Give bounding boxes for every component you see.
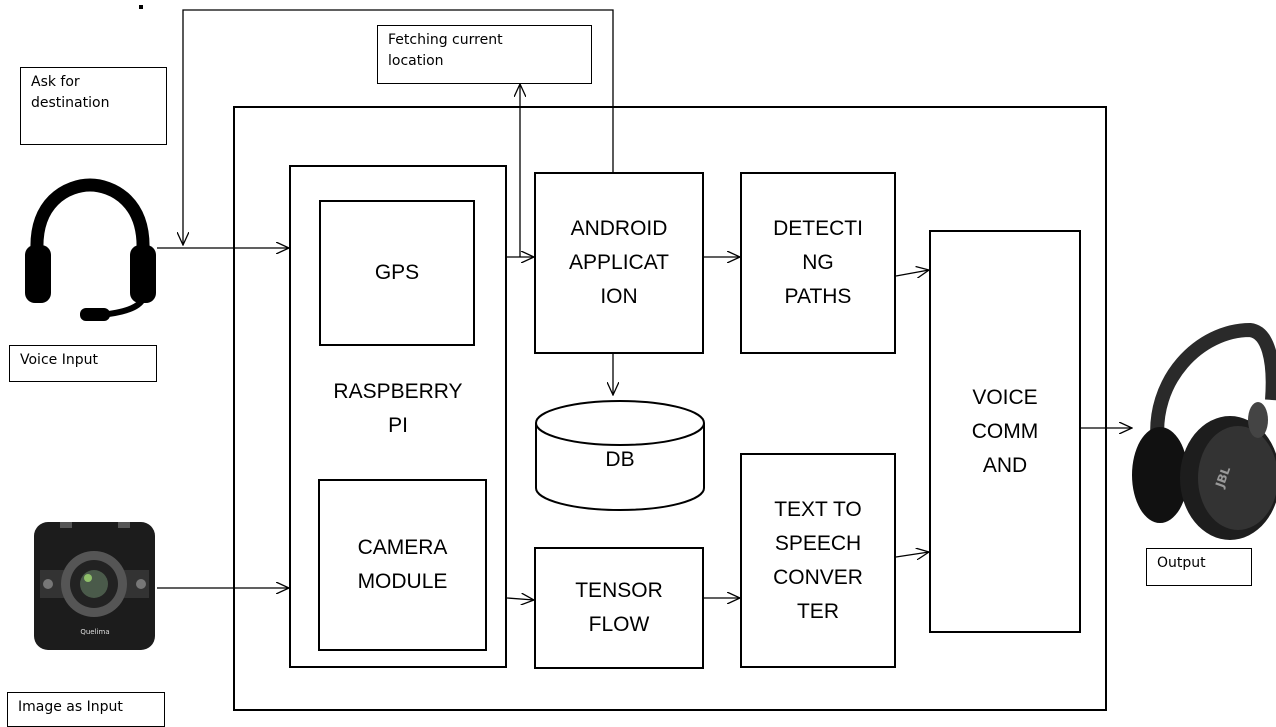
feedback-arrow	[183, 9, 614, 245]
detecting-to-voice-arrow	[895, 270, 929, 276]
voice-command-block: VOICE COMM AND	[929, 230, 1081, 633]
system-boundary	[233, 106, 1107, 711]
gps-block: GPS	[319, 200, 475, 346]
pi-to-tensor-arrow	[506, 598, 534, 600]
headphones-icon	[1132, 322, 1276, 540]
tts-to-voice-arrow	[895, 552, 929, 557]
dot-mark	[139, 5, 143, 9]
raspberry-pi-label: RASPBERRY PI	[333, 380, 463, 437]
tensor-flow-block: TENSOR FLOW	[534, 547, 704, 669]
camera-brand-label: Quelima	[80, 628, 110, 636]
detecting-paths-block: DETECTI NG PATHS	[740, 172, 896, 354]
db-label: DB	[605, 448, 635, 471]
headset-icon	[25, 178, 156, 321]
camera-icon	[34, 522, 155, 650]
ask-destination-note: Ask for destination	[20, 67, 167, 145]
output-note: Output	[1146, 548, 1252, 586]
image-input-note: Image as Input	[7, 692, 165, 727]
voice-input-note: Voice Input	[9, 345, 157, 382]
fetching-location-note: Fetching current location	[377, 25, 592, 84]
android-app-block: ANDROID APPLICAT ION	[534, 172, 704, 354]
camera-module-block: CAMERA MODULE	[318, 479, 487, 651]
db-cylinder	[535, 400, 705, 511]
text-to-speech-block: TEXT TO SPEECH CONVER TER	[740, 453, 896, 668]
